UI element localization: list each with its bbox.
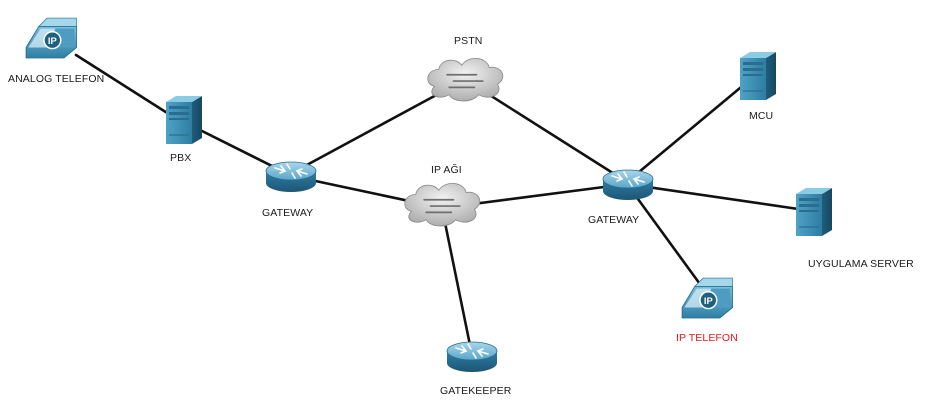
label-gateway-left: GATEWAY — [262, 207, 314, 219]
label-mcu: MCU — [749, 110, 774, 122]
label-gatekeeper: GATEKEEPER — [440, 385, 512, 397]
link-gateway-right-app-server — [625, 182, 814, 213]
link-pstn-gateway-right — [464, 78, 629, 184]
link-gateway-right-mcu — [625, 76, 754, 184]
link-ip-network-gatekeeper — [440, 206, 473, 352]
cloud-icon[interactable] — [426, 57, 504, 102]
server-icon[interactable] — [740, 52, 776, 100]
link-gateway-right-ip-phone — [625, 182, 707, 293]
cloud-icon[interactable] — [403, 182, 481, 227]
router-icon[interactable] — [446, 341, 498, 373]
label-gateway-right: GATEWAY — [588, 214, 640, 226]
ip-phone-icon[interactable] — [25, 17, 78, 59]
label-ip-network: IP AĞI — [431, 164, 462, 176]
ip-phone-icon[interactable] — [681, 277, 734, 319]
label-analog-phone: ANALOG TELEFON — [8, 73, 105, 85]
label-pstn: PSTN — [454, 35, 483, 47]
server-icon[interactable] — [796, 188, 832, 236]
label-app-server: UYGULAMA SERVER — [808, 258, 914, 270]
server-icon[interactable] — [166, 96, 202, 144]
label-pbx: PBX — [170, 152, 192, 164]
link-analog-phone-pbx — [74, 53, 174, 118]
label-ip-phone: IP TELEFON — [676, 332, 738, 344]
router-icon[interactable] — [265, 161, 317, 193]
router-icon[interactable] — [602, 169, 654, 201]
